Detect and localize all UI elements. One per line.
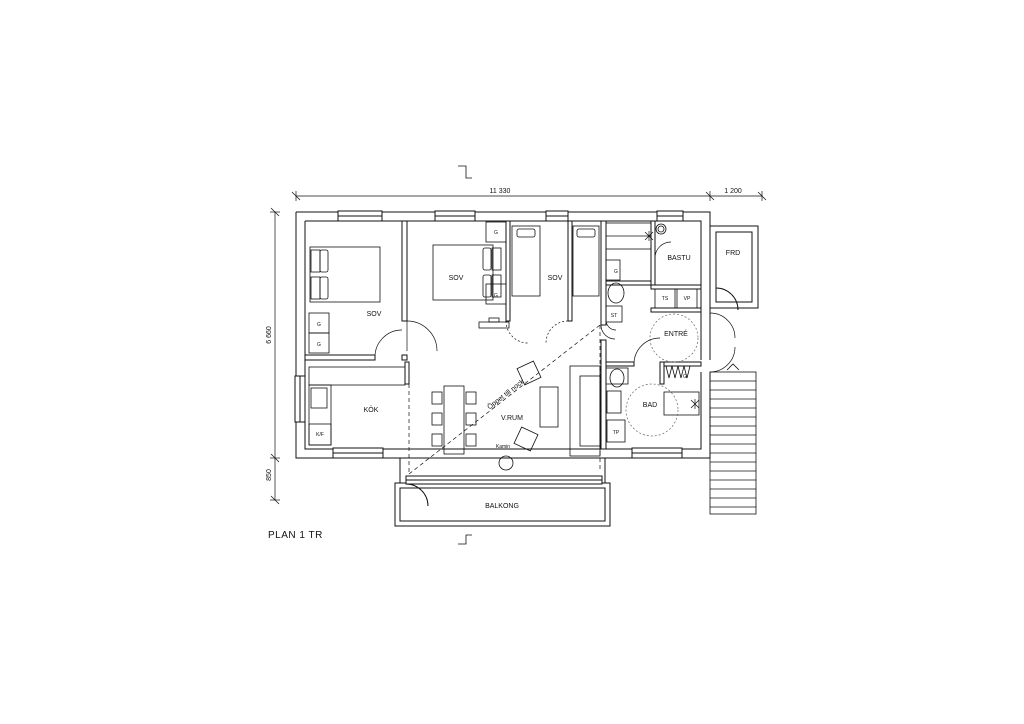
wardrobe-label: G (494, 293, 498, 299)
balcony (394, 458, 611, 527)
dimension-total-width: 11 330 (490, 188, 511, 195)
wardrobe-label: G (683, 374, 687, 380)
wardrobe-label: G (494, 230, 498, 236)
dimension-balcony-depth: 850 (266, 469, 273, 481)
wardrobe-label: G (317, 342, 321, 348)
dimension-total-depth: 6 660 (266, 326, 273, 344)
dimension-lines (270, 191, 767, 505)
heater-symbol (644, 231, 700, 409)
open-to-ridge-label: Öppet till nock (486, 377, 526, 411)
room-label-bedroom-1: SOV (367, 311, 382, 318)
fireplace-label: Kamin (496, 444, 510, 450)
open-to-ridge-line (408, 324, 601, 475)
closet-label: ST (611, 313, 617, 319)
room-label-bedroom-2: SOV (449, 275, 464, 282)
section-marker-top (458, 165, 472, 179)
room-label-living-room: V.RUM (501, 415, 523, 422)
dimension-stair-width: 1 200 (724, 188, 742, 195)
interior-walls (304, 220, 702, 450)
room-label-balcony: BALKONG (485, 503, 519, 510)
section-marker-bottom (458, 534, 472, 545)
exterior-stairs (709, 363, 757, 515)
room-label-bathroom: BAD (643, 402, 657, 409)
wardrobe-label: G (317, 322, 321, 328)
turning-circles (625, 313, 699, 437)
room-label-sauna: BASTU (667, 255, 690, 262)
room-label-storage: FRD (726, 250, 740, 257)
washer-label: TS (662, 296, 669, 302)
room-label-bedroom-3: SOV (548, 275, 563, 282)
bath-wardrobe-label: TP (613, 430, 620, 436)
furniture (308, 221, 700, 471)
room-label-kitchen: KÖK (364, 406, 379, 414)
plan-title: PLAN 1 TR (268, 530, 323, 541)
wardrobe-label: G (614, 269, 618, 275)
room-labels: SOV SOV SOV BASTU FRD ENTRÉ KÖK V.RUM BA… (364, 250, 741, 510)
doors (374, 241, 736, 373)
storage-room (709, 225, 759, 311)
dryer-label: VP (684, 296, 691, 302)
exterior-walls (294, 210, 711, 459)
fridge-freezer-label: K/F (316, 432, 324, 438)
room-label-entrance: ENTRÉ (664, 329, 688, 338)
